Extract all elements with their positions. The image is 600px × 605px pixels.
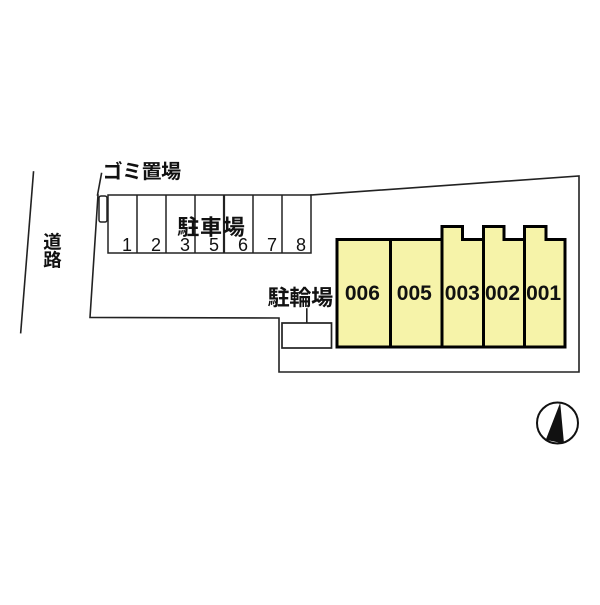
svg-text:3: 3 (180, 235, 190, 255)
svg-text:7: 7 (267, 235, 277, 255)
svg-text:006: 006 (345, 282, 380, 305)
svg-text:1: 1 (122, 235, 132, 255)
svg-text:002: 002 (485, 282, 520, 305)
svg-text:5: 5 (209, 235, 219, 255)
svg-text:005: 005 (397, 282, 432, 305)
svg-text:003: 003 (445, 282, 480, 305)
svg-text:6: 6 (238, 235, 248, 255)
svg-text:8: 8 (296, 235, 306, 255)
svg-text:001: 001 (526, 282, 561, 305)
svg-text:2: 2 (151, 235, 161, 255)
